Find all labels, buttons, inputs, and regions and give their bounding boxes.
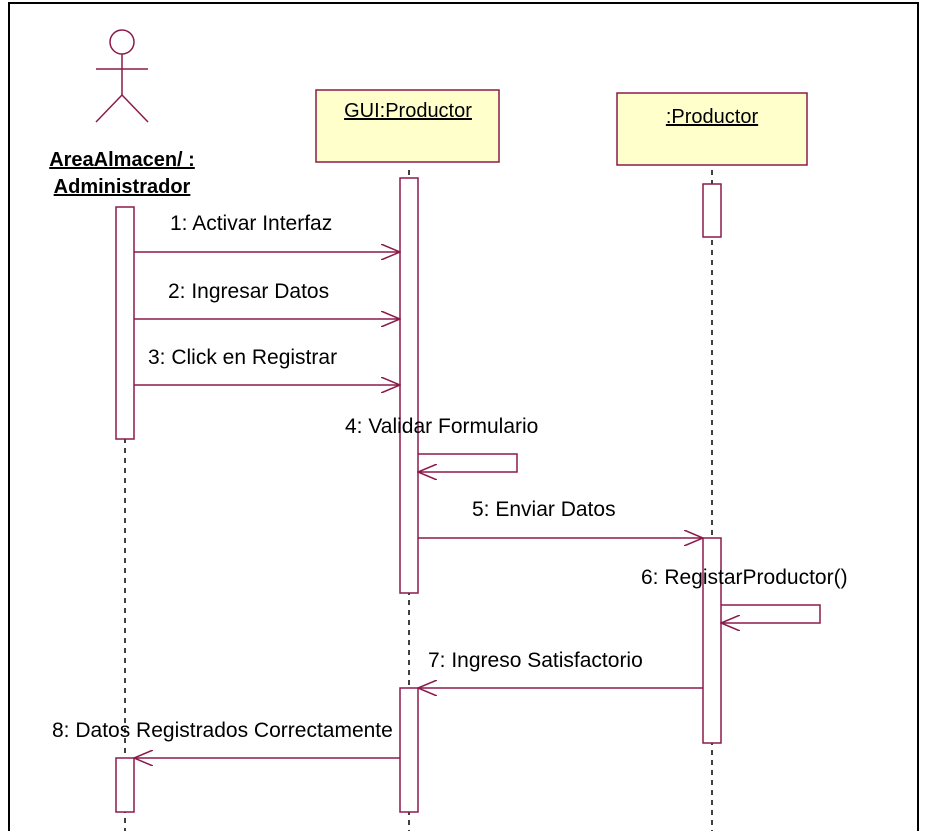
object-label-gui-productor: GUI:Productor [344, 100, 472, 122]
object-box-gui-productor [315, 89, 500, 163]
object-box-productor [616, 92, 808, 166]
message-arrow-6-self [721, 604, 821, 623]
message-label-5: 5: Enviar Datos [472, 498, 616, 521]
message-label-6: 6: RegistarProductor() [641, 566, 848, 589]
activation-actor-2 [115, 757, 135, 813]
activation-actor-1 [115, 206, 135, 440]
activation-productor-2 [702, 537, 722, 744]
object-label-productor: :Productor [666, 106, 759, 128]
activation-gui-1 [399, 177, 419, 594]
message-label-2: 2: Ingresar Datos [168, 280, 329, 303]
activation-gui-2 [399, 687, 419, 813]
actor-stick-figure-icon [95, 29, 149, 123]
message-label-4: 4: Validar Formulario [345, 415, 538, 438]
activation-productor-1 [702, 183, 722, 238]
actor-label-line2: Administrador [54, 176, 191, 198]
message-label-3: 3: Click en Registrar [148, 346, 337, 369]
message-arrow-4-self [418, 453, 518, 472]
message-label-1: 1: Activar Interfaz [170, 212, 332, 235]
actor-label-line1: AreaAlmacen/ : [49, 149, 195, 171]
message-label-7: 7: Ingreso Satisfactorio [428, 649, 643, 672]
message-label-8: 8: Datos Registrados Correctamente [52, 719, 393, 742]
